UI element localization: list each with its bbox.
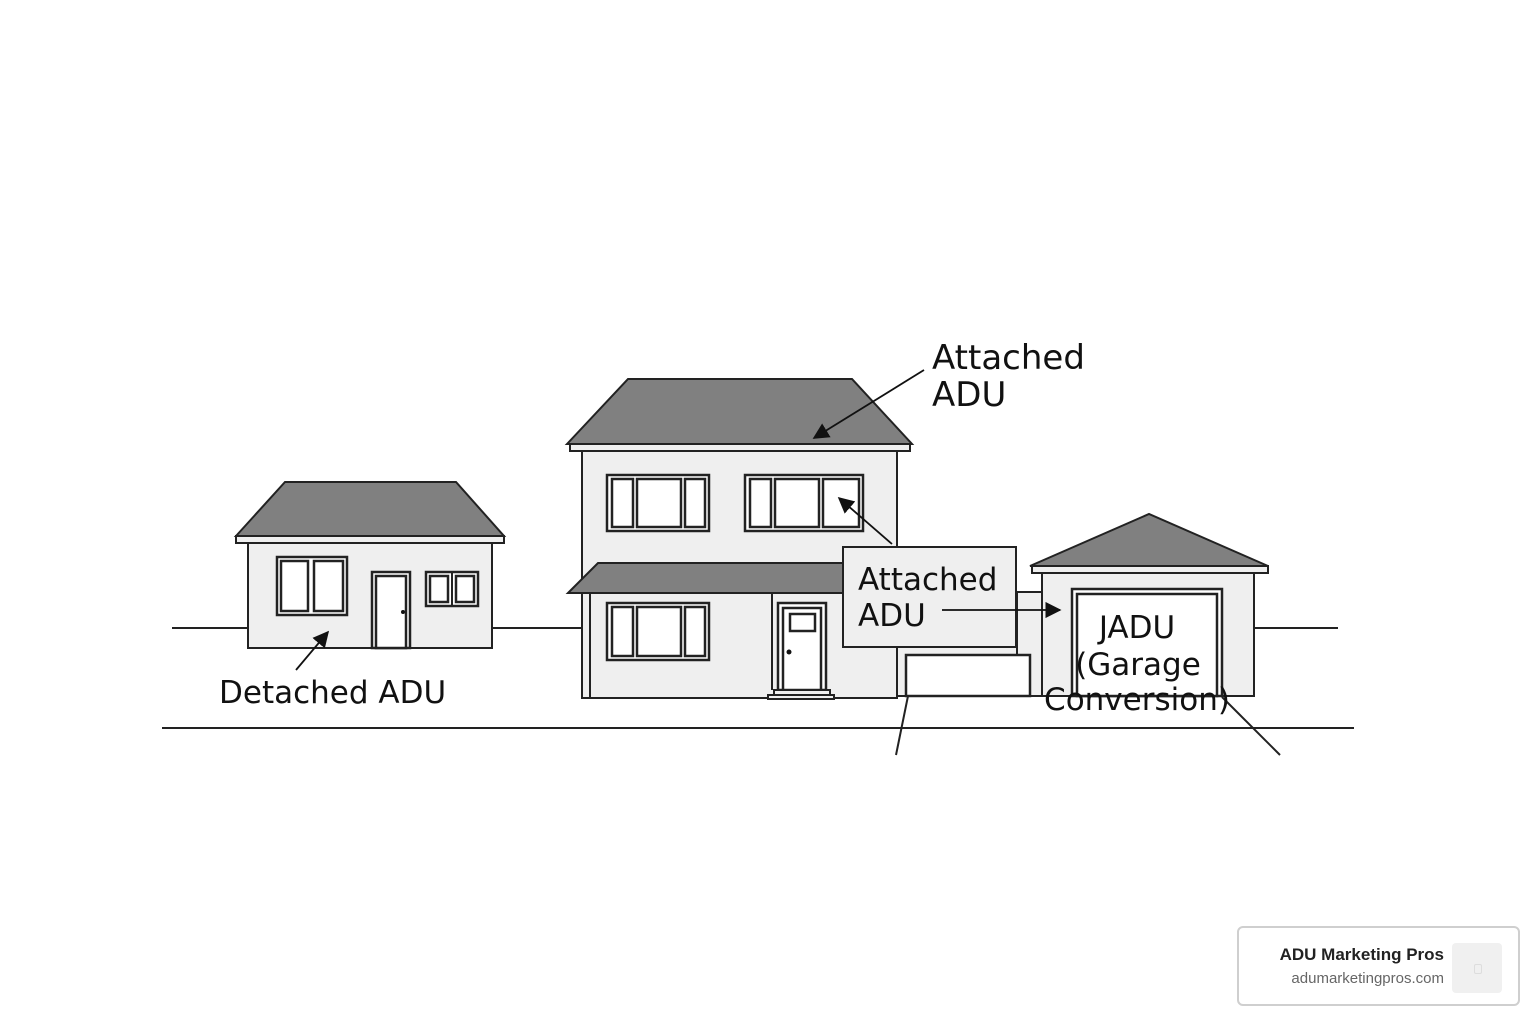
arrow-attached-top xyxy=(812,369,925,439)
arrow-attached-window xyxy=(837,496,893,545)
brand-name: ADU Marketing Pros xyxy=(1279,945,1444,964)
label-attached-mid-1: Attached xyxy=(858,562,997,598)
main-house xyxy=(564,378,915,700)
labels: Attached ADU Attached ADU JADU (Garage C… xyxy=(219,338,1230,718)
detached-window-right xyxy=(424,570,480,608)
detached-door xyxy=(370,570,412,650)
label-attached-mid-2: ADU xyxy=(858,598,926,634)
lower-window-left xyxy=(605,601,711,662)
arrows xyxy=(295,369,1062,671)
label-detached: Detached ADU xyxy=(219,675,446,711)
detached-adu-house xyxy=(233,481,507,650)
garage-jadu xyxy=(1029,512,1269,698)
logo-icon xyxy=(1452,943,1502,993)
label-attached-top-1: Attached xyxy=(932,338,1085,378)
label-jadu-1: JADU xyxy=(1097,610,1175,646)
ground-lines xyxy=(162,627,1354,756)
brand-url: adumarketingpros.com xyxy=(1291,970,1444,987)
upper-window-left xyxy=(605,473,711,533)
label-attached-top-2: ADU xyxy=(932,375,1006,415)
detached-window-left xyxy=(275,555,349,617)
arrow-detached xyxy=(295,630,330,671)
attached-adu-box xyxy=(842,546,1017,648)
brand-card[interactable]: ADU Marketing Pros adumarketingpros.com xyxy=(1237,926,1520,1006)
logo-mark xyxy=(1474,964,1482,974)
label-jadu-3: Conversion) xyxy=(1044,682,1230,718)
label-jadu-2: (Garage xyxy=(1075,647,1201,683)
front-door xyxy=(767,593,835,700)
